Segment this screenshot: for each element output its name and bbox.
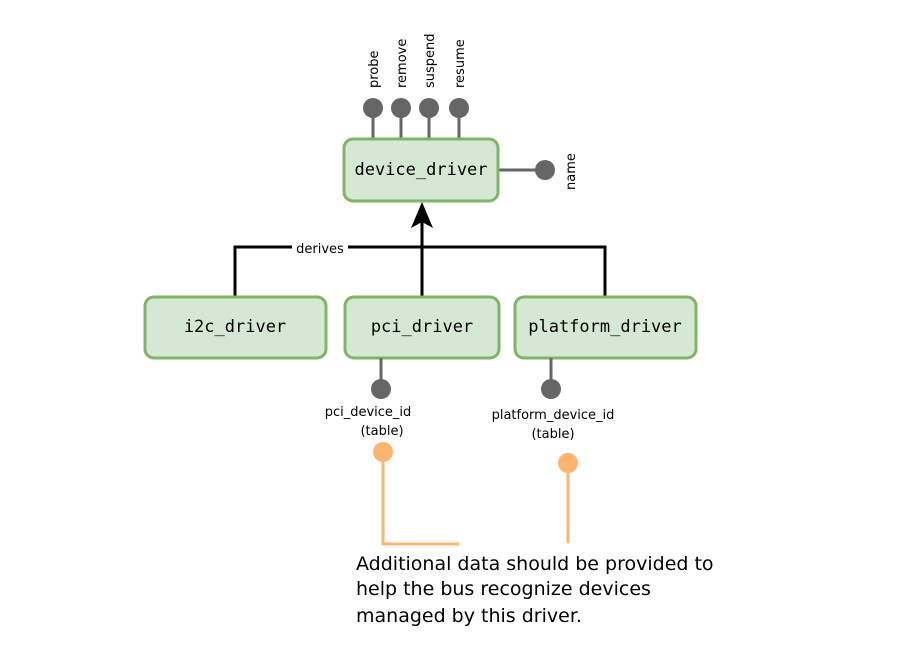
note-line-3: managed by this driver. <box>356 605 582 627</box>
resume-pin-icon <box>449 98 469 118</box>
pci-table-label-line2: (table) <box>360 424 403 439</box>
method-label-probe: probe <box>367 50 382 88</box>
method-pins: probe remove suspend resume <box>363 33 469 140</box>
platform-driver-label: platform_driver <box>528 317 682 337</box>
platform-table-label-line2: (table) <box>531 427 574 442</box>
probe-pin-icon <box>363 98 383 118</box>
suspend-pin-icon <box>419 98 439 118</box>
method-label-suspend: suspend <box>423 33 438 88</box>
method-label-resume: resume <box>453 39 468 88</box>
pci-driver-box[interactable] <box>343 295 501 360</box>
device-driver-label: device_driver <box>354 160 487 180</box>
field-label-name: name <box>564 153 579 190</box>
platform-table-label-line1: platform_device_id <box>492 408 615 423</box>
node-i2c-driver[interactable]: i2c_driver <box>143 295 328 360</box>
pci-table-pin-icon <box>371 379 391 399</box>
inheritance-arrow-icon <box>411 202 433 228</box>
platform-driver-box[interactable] <box>513 295 698 360</box>
edge-label-derives: derives <box>296 242 344 257</box>
node-pci-driver[interactable]: pci_driver <box>343 295 501 360</box>
node-device-driver[interactable]: device_driver <box>342 137 500 203</box>
pci-table-label-line1: pci_device_id <box>325 405 412 420</box>
pci-driver-label: pci_driver <box>371 317 473 337</box>
edge-label-bg <box>292 240 348 256</box>
platform-table-pin-icon <box>541 379 561 399</box>
method-label-remove: remove <box>395 39 410 88</box>
remove-pin-icon <box>391 98 411 118</box>
annotation-connector-pci <box>381 452 459 546</box>
i2c-driver-box[interactable] <box>143 295 328 360</box>
node-platform-driver[interactable]: platform_driver <box>513 295 698 360</box>
name-pin-icon <box>535 160 555 180</box>
device-driver-box[interactable] <box>342 137 500 203</box>
note-line-2: help the bus recognize devices <box>356 578 651 600</box>
derives-edge-bus <box>233 245 607 296</box>
i2c-driver-label: i2c_driver <box>184 317 286 337</box>
note-line-1: Additional data should be provided to <box>356 553 714 575</box>
